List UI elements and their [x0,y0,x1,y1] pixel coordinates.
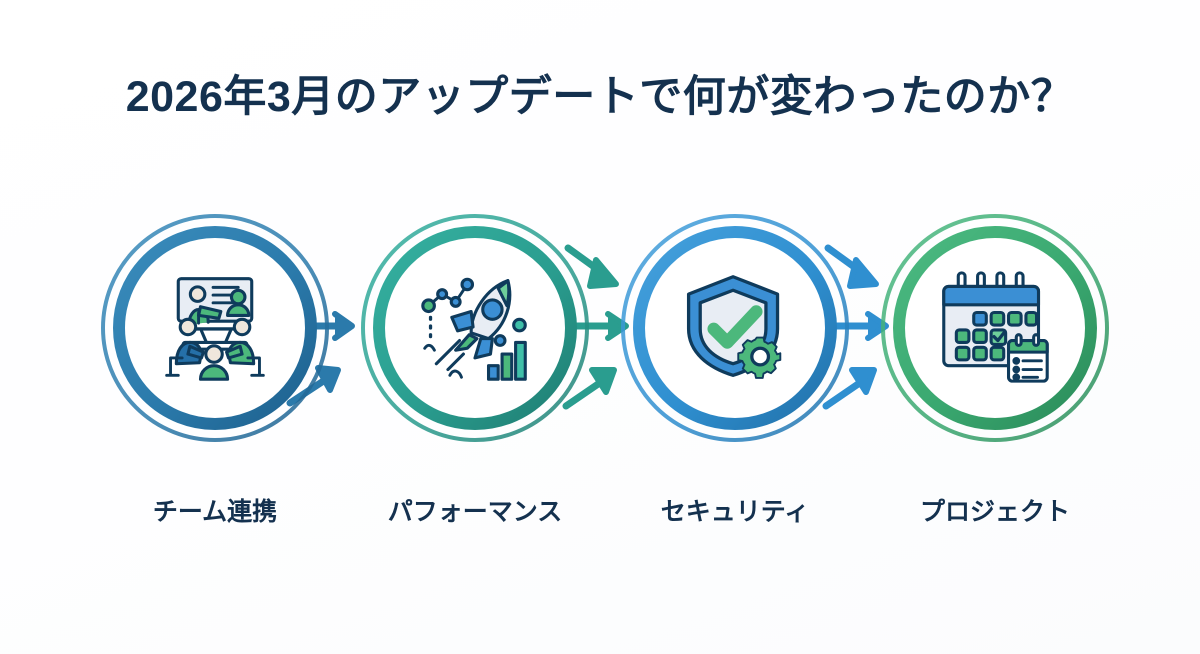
connector-3 [800,198,950,468]
step-3-circle [615,203,855,453]
step-2-label: パフォーマンス [387,498,563,526]
step-2-performance[interactable] [345,198,605,468]
connector-2 [540,198,690,468]
calendar-checklist-icon [937,269,1053,385]
team-meeting-icon [157,269,273,385]
step-1-circle [95,203,335,453]
page-title: 2026年3月のアップデートで何が変わったのか？ [125,73,1075,121]
step-3-label: セキュリティ [660,498,810,526]
step-4-project[interactable] [865,198,1125,468]
step-3-security[interactable] [605,198,865,468]
step-2-circle [355,203,595,453]
rocket-growth-icon [417,269,533,385]
step-1-label: チーム連携 [152,498,278,526]
shield-check-gear-icon [677,269,793,385]
step-4-circle [875,203,1115,453]
captions-row: チーム連携 パフォーマンス セキュリティ プロジェクト [0,492,1200,542]
step-1-team[interactable] [85,198,345,468]
step-4-label: プロジェクト [919,498,1070,526]
steps-row [0,198,1200,468]
connector-1 [280,198,430,468]
